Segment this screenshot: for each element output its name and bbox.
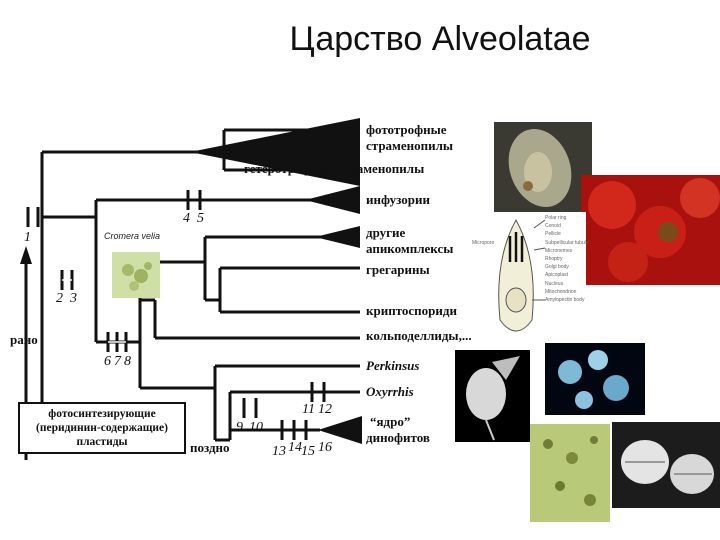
marker-11: 11 [302, 402, 315, 417]
plastid-box-line3: пластиды [76, 436, 128, 448]
cell-legend-item: Pellicle [545, 231, 561, 238]
label-dinoflagellate-core-line2: динофитов [366, 430, 430, 445]
plastid-box-line2: (перидинин-содержащие) [36, 422, 168, 434]
marker-2: 2 [56, 291, 63, 306]
label-micropore: Micropore [472, 240, 495, 246]
label-early: рано [10, 332, 38, 347]
perkinsus-photo [455, 350, 530, 442]
ciliate-photo [494, 122, 592, 214]
marker-9: 9 [236, 420, 243, 435]
cell-legend-item: Subpellicular tubule [545, 239, 589, 246]
marker-12: 12 [318, 402, 332, 417]
label-phototrophic-stramenopiles-line2: страменопилы [366, 138, 454, 153]
cell-legend-item: Rhoptry [545, 256, 563, 263]
marker-1: 1 [24, 230, 31, 245]
clade-triangles [20, 118, 362, 444]
tree-branches [24, 128, 360, 460]
marker-4: 4 [183, 211, 190, 226]
label-cryptosporidia: криптоспориди [366, 303, 457, 318]
cell-legend-item: Golgi body [545, 264, 569, 271]
label-gregarines: грегарины [366, 262, 430, 277]
plastid-legend-box: фотосинтезирующие (перидинин-содержащие)… [18, 402, 186, 454]
cell-legend-item: Polar ring [545, 215, 567, 221]
label-dinoflagellate-core-line1: “ядро” [370, 414, 411, 429]
cell-legend-item: Mitochondrion [545, 288, 577, 295]
blood-cells-photo [581, 175, 720, 285]
label-oxyrrhis: Oxyrrhis [366, 384, 414, 399]
label-phototrophic-stramenopiles-line1: фототрофные [366, 122, 447, 137]
apicomplexan-diagram [480, 212, 586, 342]
cromera-photo [112, 252, 160, 298]
marker-16: 16 [318, 440, 332, 455]
label-colpodellids: кольподеллиды,... [366, 328, 472, 343]
marker-15: 15 [301, 444, 315, 459]
label-late: поздно [190, 440, 230, 455]
marker-7: 7 [114, 354, 121, 369]
slide-title: Царство Alveolatae [289, 20, 591, 58]
cell-legend-item: Amylopectin body [545, 297, 585, 304]
label-heterotrophic-stramenopiles: гетеротрофные страменопилы [244, 161, 425, 176]
sem-dinoflagellates-photo [612, 422, 720, 508]
green-cells-photo [530, 424, 610, 522]
character-ticks [26, 190, 326, 440]
marker-8: 8 [124, 354, 131, 369]
label-ciliates: инфузории [366, 192, 431, 207]
cell-legend-item: Micronemes [545, 247, 573, 254]
cell-legend-item: Nucleus [545, 280, 564, 287]
plastid-box-line1: фотосинтезирующие [48, 408, 156, 420]
label-other-apicomplexa-line1: другие [366, 225, 406, 240]
blue-cysts-photo [545, 343, 645, 415]
marker-3: 3 [70, 291, 77, 306]
marker-6: 6 [104, 354, 111, 369]
marker-14: 14 [288, 440, 302, 455]
cell-legend-item: Conoid [545, 223, 561, 230]
cell-structure-legend: Polar ring Conoid Pellicle Subpellicular… [545, 214, 595, 304]
marker-13: 13 [272, 444, 286, 459]
label-other-apicomplexa-line2: апикомплексы [366, 241, 454, 256]
marker-5: 5 [197, 211, 204, 226]
cell-legend-item: Apicoplast [545, 272, 569, 279]
label-cromera-velia: Cromera velia [104, 231, 161, 241]
marker-10: 10 [249, 420, 263, 435]
label-perkinsus: Perkinsus [366, 358, 420, 373]
